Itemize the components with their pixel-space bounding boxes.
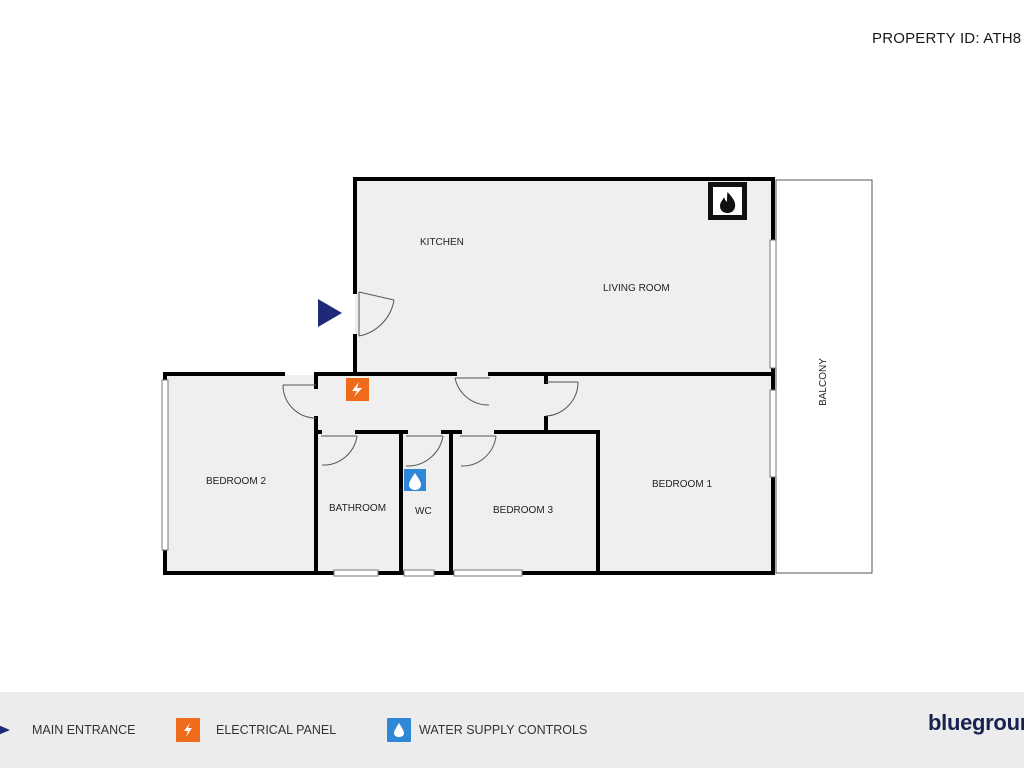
legend-label-electrical-panel: ELECTRICAL PANEL <box>216 723 337 737</box>
windows <box>161 239 777 577</box>
legend-water-supply: WATER SUPPLY CONTROLS <box>387 718 587 742</box>
legend-main-entrance: MAIN ENTRANCE <box>0 718 135 742</box>
entrance-arrow-icon <box>0 718 16 742</box>
label-living-room: LIVING ROOM <box>603 283 670 294</box>
balcony-area <box>775 179 873 574</box>
label-bedroom-2: BEDROOM 2 <box>206 476 266 487</box>
legend-label-main-entrance: MAIN ENTRANCE <box>32 723 136 737</box>
brand-logo: bluegrour <box>928 710 1024 735</box>
label-bathroom: BATHROOM <box>329 503 386 514</box>
electrical-panel-icon <box>346 378 369 401</box>
doors <box>282 291 579 467</box>
room-floors <box>165 180 773 573</box>
property-id: PROPERTY ID: ATH8 <box>872 30 1022 47</box>
label-bedroom-1: BEDROOM 1 <box>652 479 712 490</box>
label-wc: WC <box>415 506 432 517</box>
floor-plan: KITCHEN LIVING ROOM BALCONY BEDROOM 2 BA… <box>161 177 873 577</box>
walls <box>163 177 775 575</box>
lightning-bolt-icon <box>176 718 200 742</box>
entrance-arrow-icon <box>318 299 342 327</box>
label-kitchen: KITCHEN <box>420 237 464 248</box>
water-supply-icon <box>404 469 426 491</box>
label-balcony: BALCONY <box>818 358 829 406</box>
legend-label-water-supply: WATER SUPPLY CONTROLS <box>419 723 588 737</box>
label-bedroom-3: BEDROOM 3 <box>493 505 553 516</box>
fireplace-icon <box>708 182 747 220</box>
legend-bar: MAIN ENTRANCE ELECTRICAL PANEL WATER SUP… <box>0 692 1024 768</box>
water-drop-icon <box>387 718 411 742</box>
legend-electrical-panel: ELECTRICAL PANEL <box>176 718 336 742</box>
